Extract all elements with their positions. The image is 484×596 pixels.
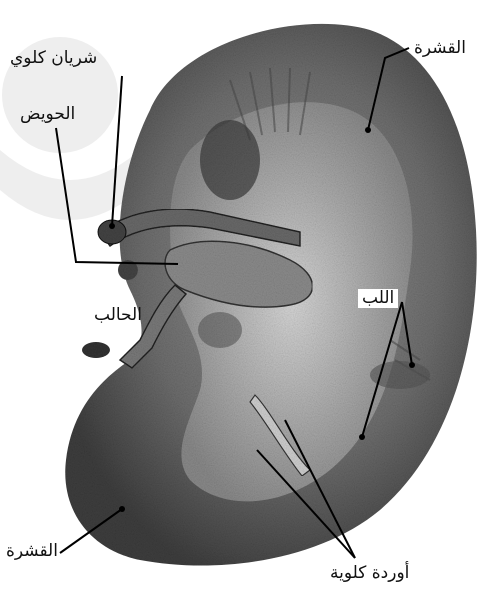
leader-dot	[359, 434, 365, 440]
leader-dot	[409, 362, 415, 368]
ureter-opening	[82, 342, 110, 358]
label-cortex-bottom: القشرة	[6, 543, 58, 560]
leader-dot	[109, 223, 115, 229]
label-ureter: الحالب	[94, 307, 142, 324]
leader-dot	[119, 506, 125, 512]
label-cortex-top: القشرة	[414, 40, 466, 57]
label-pelvis: الحويض	[20, 106, 75, 123]
label-medulla: اللب	[358, 289, 398, 308]
pyramid-lobe	[198, 312, 242, 348]
leader-dot	[365, 127, 371, 133]
label-renal-artery: شريان كلوي	[10, 50, 97, 67]
pyramid-lobe	[370, 361, 430, 389]
label-renal-veins: أوردة كلوية	[330, 565, 409, 582]
pyramid-lobe	[200, 120, 260, 200]
